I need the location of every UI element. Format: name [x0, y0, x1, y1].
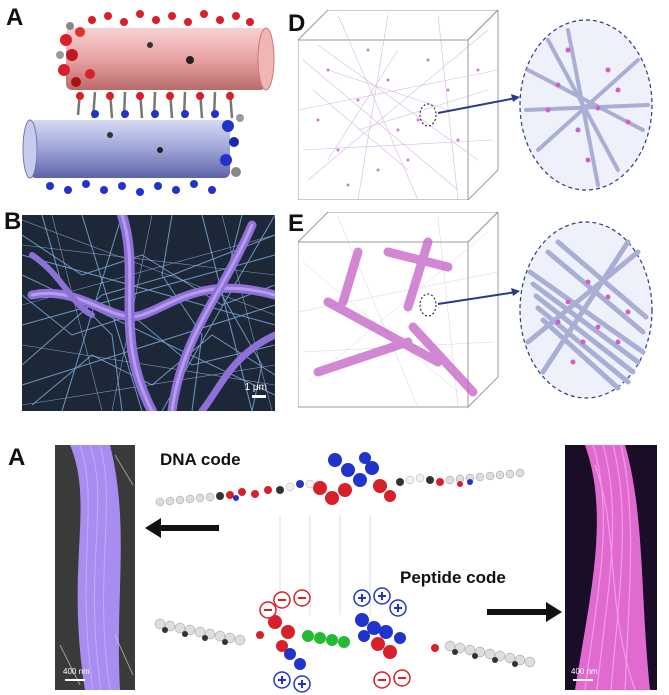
- panel-b-scale: 1 μm: [244, 382, 267, 393]
- purple-fiber-bundles: [27, 215, 275, 411]
- panel-a-letter: A: [6, 4, 24, 31]
- panel-d-simulation: D: [288, 8, 668, 202]
- panel-e-letter: E: [288, 210, 305, 237]
- panel-d-box-and-zoom: [296, 8, 653, 202]
- left-fiber-image: 400 nm: [55, 445, 135, 690]
- aggregated-bundles: [313, 237, 478, 397]
- right-fiber-image: 400 nm: [565, 445, 657, 690]
- interlayer-blue-heads: [91, 110, 219, 118]
- panel-e-box-and-zoom: [296, 210, 653, 409]
- panel-b-letter: B: [4, 208, 22, 235]
- zoom-arrow-d: [437, 97, 517, 114]
- panel-d-letter: D: [288, 10, 306, 37]
- panel-e-simulation: E: [288, 210, 668, 417]
- panel-b-sem-image: 1 μm: [22, 215, 275, 411]
- peptide-code-label: Peptide code: [400, 568, 506, 587]
- bottom-section: A 400 nm DNA code: [0, 440, 669, 695]
- zoom-arrow-e: [437, 291, 517, 305]
- red-rod: [66, 28, 266, 90]
- dna-code-label: DNA code: [160, 450, 241, 469]
- arrow-right-icon: [487, 602, 562, 622]
- dna-molecule-model: [155, 452, 525, 507]
- simulation-cube-e: [296, 210, 500, 409]
- rods-illustration: [22, 10, 275, 196]
- red-rod-end-cluster: [56, 22, 95, 87]
- red-rod-top-chains: [88, 10, 254, 26]
- left-scale-label: 400 nm: [63, 667, 90, 676]
- blue-rod-end-cluster: [220, 114, 244, 177]
- arrow-left-icon: [145, 518, 219, 538]
- sem-fiber-network: [22, 215, 275, 411]
- peptide-molecule-model: [154, 587, 536, 693]
- panel-a-rods: A: [0, 0, 275, 200]
- right-scale-label: 400 nm: [571, 667, 598, 676]
- blue-rod: [30, 120, 230, 178]
- bottom-panel-a-letter: A: [8, 444, 26, 471]
- blue-rod-bottom-chains: [46, 180, 216, 196]
- interlayer-red-heads: [76, 92, 234, 100]
